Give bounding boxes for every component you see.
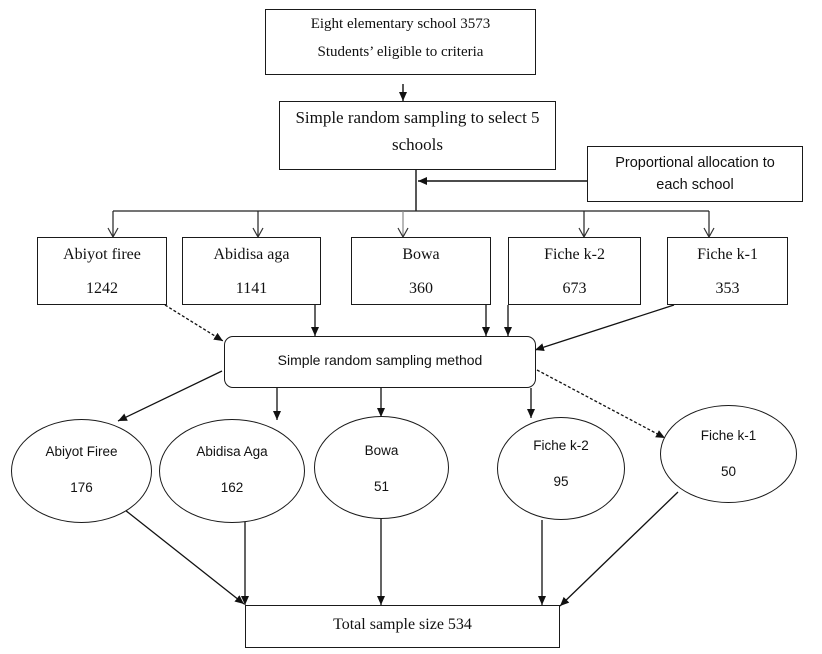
sample-name: Abiyot Firee: [45, 444, 118, 459]
school-name: Fiche k-2: [544, 246, 605, 263]
school-count: 673: [562, 280, 587, 297]
sample-count: 162: [220, 480, 244, 495]
school-box-abidisa-aga: Abidisa aga 1141: [182, 237, 321, 305]
eligible-students-line2: Students’ eligible to criteria: [317, 44, 484, 60]
eligible-students-line1: Eight elementary school 3573: [310, 16, 491, 32]
school-count: 1242: [86, 280, 118, 297]
sample-ellipse-bowa: Bowa 51: [314, 416, 449, 519]
srs-select-line2: schools: [392, 135, 443, 154]
school-name: Fiche k-1: [697, 246, 758, 263]
sample-name: Fiche k-2: [533, 438, 589, 453]
total-sample-label: Total sample size 534: [333, 616, 472, 633]
arrow-school-5: [534, 304, 675, 352]
total-sample-box: Total sample size 534: [245, 605, 560, 648]
sample-count: 51: [373, 479, 390, 494]
arrow-sample-1: [117, 370, 223, 422]
arrow-school-1: [164, 304, 224, 342]
proportional-allocation-box: Proportional allocation to each school: [587, 146, 803, 202]
school-count: 1141: [235, 280, 268, 297]
proportional-line2: each school: [656, 177, 734, 193]
sample-count: 176: [70, 480, 93, 495]
eligible-students-box: Eight elementary school 3573 Students’ e…: [265, 9, 536, 75]
srs-method-box: Simple random sampling method: [224, 336, 536, 388]
school-box-fiche-k2: Fiche k-2 673: [508, 237, 641, 305]
sample-name: Abidisa Aga: [196, 444, 268, 459]
sample-ellipse-fiche-k1: Fiche k-1 50: [660, 405, 797, 503]
srs-select-box: Simple random sampling to select 5 schoo…: [279, 101, 556, 170]
school-box-fiche-k1: Fiche k-1 353: [667, 237, 788, 305]
sample-count: 50: [720, 464, 737, 479]
school-box-bowa: Bowa 360: [351, 237, 491, 305]
sample-ellipse-abidisa-aga: Abidisa Aga 162: [159, 419, 305, 523]
arrow-total-5: [559, 491, 679, 607]
arrow-sample-5: [536, 369, 666, 439]
sample-count: 95: [553, 474, 569, 489]
school-count: 353: [715, 280, 740, 297]
sample-name: Bowa: [364, 443, 399, 458]
sample-ellipse-abiyot-firee: Abiyot Firee 176: [11, 419, 152, 523]
sample-name: Fiche k-1: [700, 428, 757, 443]
school-box-abiyot-firee: Abiyot firee 1242: [37, 237, 167, 305]
school-count: 360: [409, 280, 433, 297]
srs-method-label: Simple random sampling method: [277, 352, 483, 368]
school-name: Abidisa aga: [213, 246, 290, 263]
srs-select-line1: Simple random sampling to select 5: [295, 108, 540, 127]
school-name: Bowa: [402, 246, 440, 263]
arrow-total-1: [124, 509, 245, 605]
proportional-line1: Proportional allocation to: [615, 155, 775, 171]
school-name: Abiyot firee: [63, 246, 141, 263]
sample-ellipse-fiche-k2: Fiche k-2 95: [497, 417, 625, 520]
